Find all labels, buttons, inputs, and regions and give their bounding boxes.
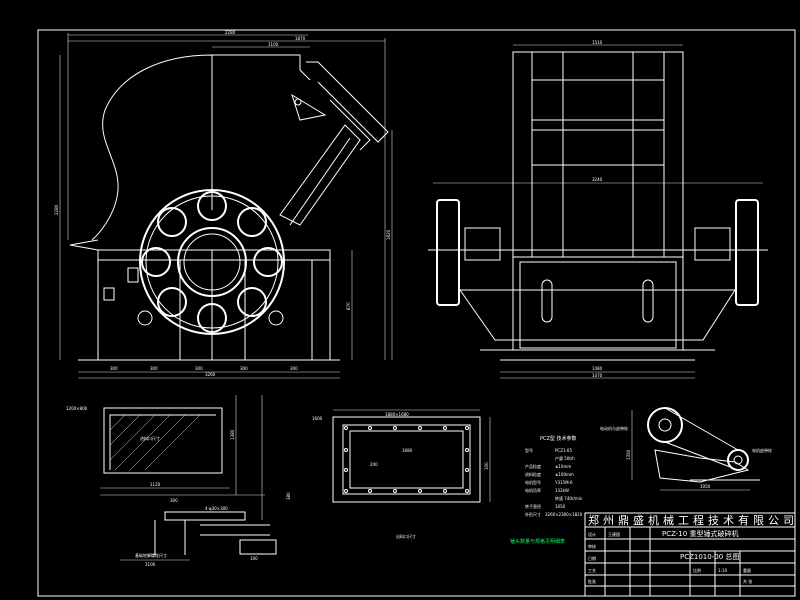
anchor-dim-1: 1100 — [145, 562, 156, 567]
title-block: 郑州鼎盛机械工程技术有限公司 PCZ-10 重型锤式破碎机 PCZ1010-00… — [584, 512, 798, 597]
tb-cell-2: 审核 — [588, 543, 596, 549]
tb-cell-0: 设计 — [588, 531, 596, 537]
inlet-dim-3: 1380 — [230, 429, 235, 440]
dim-top-right: 1100 — [268, 42, 279, 47]
dim-front-base: 1470 — [592, 373, 603, 378]
belt-label-2: 电机皮带轮 — [752, 447, 772, 453]
outlet-label-top: 1880×1680 — [385, 412, 409, 417]
spec-row-4-v: Y315M-6 — [554, 480, 573, 485]
spec-row-6-v: 转速 740r/min — [555, 495, 583, 501]
outlet-dim-3: 100 — [484, 462, 489, 470]
anchor-detail: 4-φ30×300 基础地脚螺栓尺寸 1100 100 — [120, 506, 277, 567]
anchor-label: 4-φ30×300 — [205, 506, 228, 511]
belt-label-1: 电动机与皮带轮 — [600, 425, 628, 431]
company-name: 郑州鼎盛机械工程技术有限公司 — [588, 513, 798, 527]
tb-cell-3: 日期 — [588, 555, 596, 561]
dim-base-seg1: 300 — [110, 366, 118, 371]
dim-base-seg2: 300 — [150, 366, 158, 371]
spec-row-2-k: 产品粒度 — [525, 463, 541, 469]
dim-front-top: 1510 — [592, 40, 603, 45]
side-view: 2280 1870 1100 2280 1820 870 — [54, 30, 393, 379]
belt-dim-2: 1050 — [700, 484, 711, 489]
spec-row-1-v: 产量 50t/h — [555, 455, 575, 461]
spec-row-0-k: 型号 — [525, 447, 533, 453]
inlet-dim-4: 380 — [286, 492, 291, 500]
spec-row-7-k: 转子直径 — [525, 503, 541, 509]
outlet-inner-label: 200 — [370, 462, 378, 467]
inlet-detail: 1200×800 进料口尺寸 1120 300 1380 380 — [66, 395, 291, 520]
tb-cell-7: 1:10 — [718, 568, 727, 573]
spec-row-4-k: 电机型号 — [525, 479, 541, 485]
spec-row-8-v: 3260×2300×1820 — [545, 512, 583, 517]
rotor-outer — [139, 189, 285, 335]
spec-row-5-v: 132kW — [555, 488, 569, 493]
spec-row-8-k: 外形尺寸 — [525, 511, 541, 517]
spec-row-2-v: ≤10mm — [555, 464, 571, 469]
dim-height-left: 2280 — [54, 204, 59, 215]
dim-base-seg5: 300 — [290, 366, 298, 371]
drawing-border — [37, 29, 796, 597]
belt-dim-1: 1350 — [626, 449, 631, 460]
spec-heading: PCZ型 技术参数 — [540, 435, 577, 442]
inlet-label: 1200×800 — [66, 406, 88, 411]
dim-top-mid: 1870 — [295, 36, 306, 41]
spec-row-5-k: 电机功率 — [525, 487, 541, 493]
tb-cell-8: 重量 — [743, 567, 751, 573]
inlet-note: 进料口尺寸 — [140, 435, 160, 441]
outlet-label-left: 1600 — [312, 416, 323, 421]
spec-row-0-v: PCZ1-05 — [555, 448, 572, 453]
green-note: 锤头数量与规格见明细表 — [510, 538, 565, 545]
outlet-caption: 出料口尺寸 — [396, 533, 416, 539]
spec-row-7-v: 1050 — [555, 504, 566, 509]
anchor-caption: 基础地脚螺栓尺寸 — [135, 552, 167, 558]
inlet-dim-2: 300 — [170, 498, 178, 503]
front-view: 1510 3240 1480 1470 — [428, 40, 768, 379]
tb-cell-5: 批准 — [588, 578, 596, 584]
dim-front-base-inner: 1480 — [592, 366, 603, 371]
outlet-detail: 1880×1680 1600 200 1680 100 出料口尺寸 — [312, 409, 491, 539]
spec-row-3-k: 进料粒度 — [525, 471, 541, 477]
dim-top-overall: 2280 — [225, 30, 236, 35]
tb-cell-4: 工艺 — [588, 568, 596, 573]
anchor-dim-2: 100 — [250, 556, 258, 561]
spec-row-3-v: ≤100mm — [555, 472, 574, 477]
tb-cell-6: 比例 — [693, 567, 701, 573]
dim-height-inner: 870 — [346, 302, 351, 310]
drawing-number: PCZ1010-00 总图 — [680, 552, 739, 561]
tb-cell-1: 王建国 — [608, 531, 620, 537]
drawing-name: PCZ-10 重型锤式破碎机 — [662, 529, 738, 538]
dim-base-seg4: 300 — [240, 366, 248, 371]
belt-detail: 电动机与皮带轮 电机皮带轮 1350 1050 — [600, 407, 772, 491]
inlet-dim-1: 1120 — [150, 482, 161, 487]
dim-base-seg3: 300 — [195, 366, 203, 371]
dim-front-mid: 3240 — [592, 177, 603, 182]
dim-base-overall: 3260 — [205, 372, 216, 377]
tb-cell-9: 共 张 — [743, 578, 752, 584]
spec-table: PCZ型 技术参数 型号 PCZ1-05 产量 50t/h 产品粒度 ≤10mm… — [510, 435, 583, 545]
rotor-hub — [177, 227, 247, 297]
dim-height-right: 1820 — [386, 229, 391, 240]
outlet-dim-2: 1680 — [402, 448, 413, 453]
